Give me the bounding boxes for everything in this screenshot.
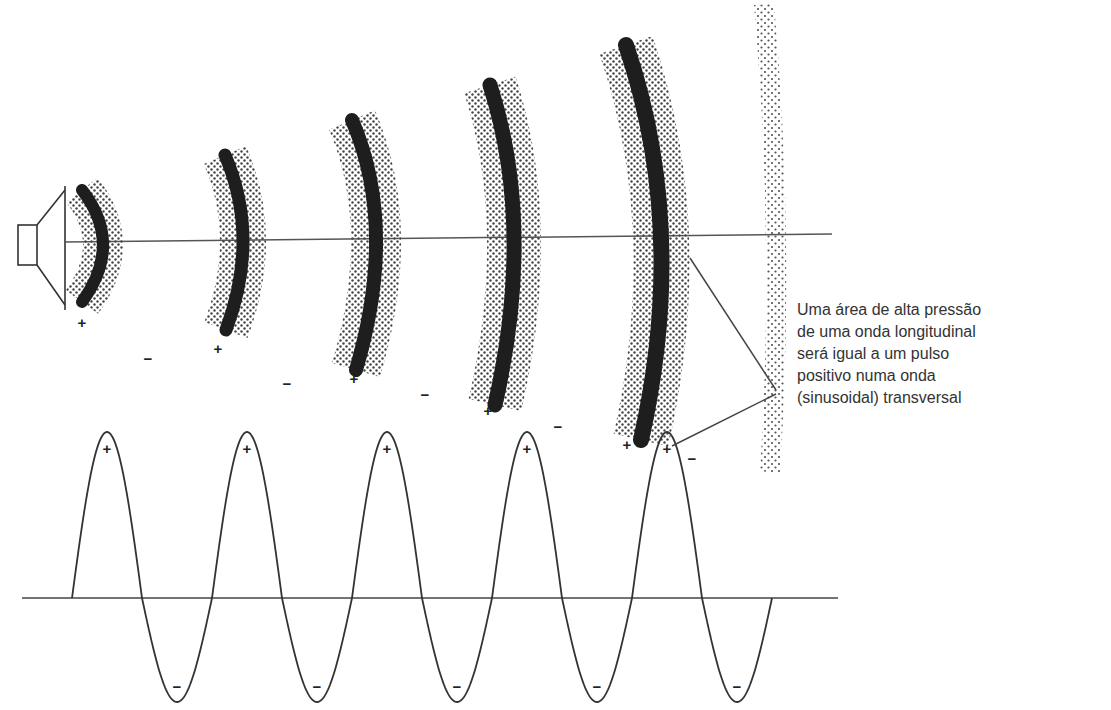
polarity-sign: − <box>453 679 462 694</box>
polarity-sign: − <box>144 351 153 366</box>
polarity-sign: − <box>688 451 697 466</box>
polarity-sign: + <box>214 341 223 356</box>
band-faint <box>764 4 776 472</box>
band-halo <box>225 155 243 330</box>
band-core <box>352 120 376 370</box>
band-halo <box>82 190 103 302</box>
polarity-sign: − <box>173 679 182 694</box>
baseline <box>22 597 838 599</box>
band-core <box>225 155 243 330</box>
polarity-sign: − <box>593 679 602 694</box>
sine-wave <box>72 432 772 702</box>
polarity-sign: + <box>350 371 359 386</box>
compression-bands <box>82 4 776 472</box>
band-halo <box>352 120 376 370</box>
polarity-sign: − <box>554 419 563 434</box>
polarity-sign: − <box>283 376 292 391</box>
polarity-sign: + <box>623 437 632 452</box>
band-halo <box>490 85 514 405</box>
polarity-sign: + <box>523 441 532 456</box>
band-core <box>490 85 514 405</box>
polarity-sign: + <box>484 403 493 418</box>
polarity-sign: − <box>733 679 742 694</box>
polarity-sign: + <box>243 441 252 456</box>
axis-line <box>65 234 832 242</box>
callout-note: Uma área de alta pressão de uma onda lon… <box>797 299 989 409</box>
polarity-sign: + <box>663 441 672 456</box>
leader-line <box>672 258 776 446</box>
band-core <box>626 45 662 440</box>
polarity-sign: − <box>313 679 322 694</box>
polarity-sign: + <box>383 441 392 456</box>
band-halo <box>626 45 662 440</box>
polarity-sign: − <box>421 387 430 402</box>
polarity-sign: + <box>78 315 87 330</box>
polarity-sign: + <box>103 441 112 456</box>
band-core <box>82 190 103 302</box>
speaker-symbol <box>18 186 65 310</box>
